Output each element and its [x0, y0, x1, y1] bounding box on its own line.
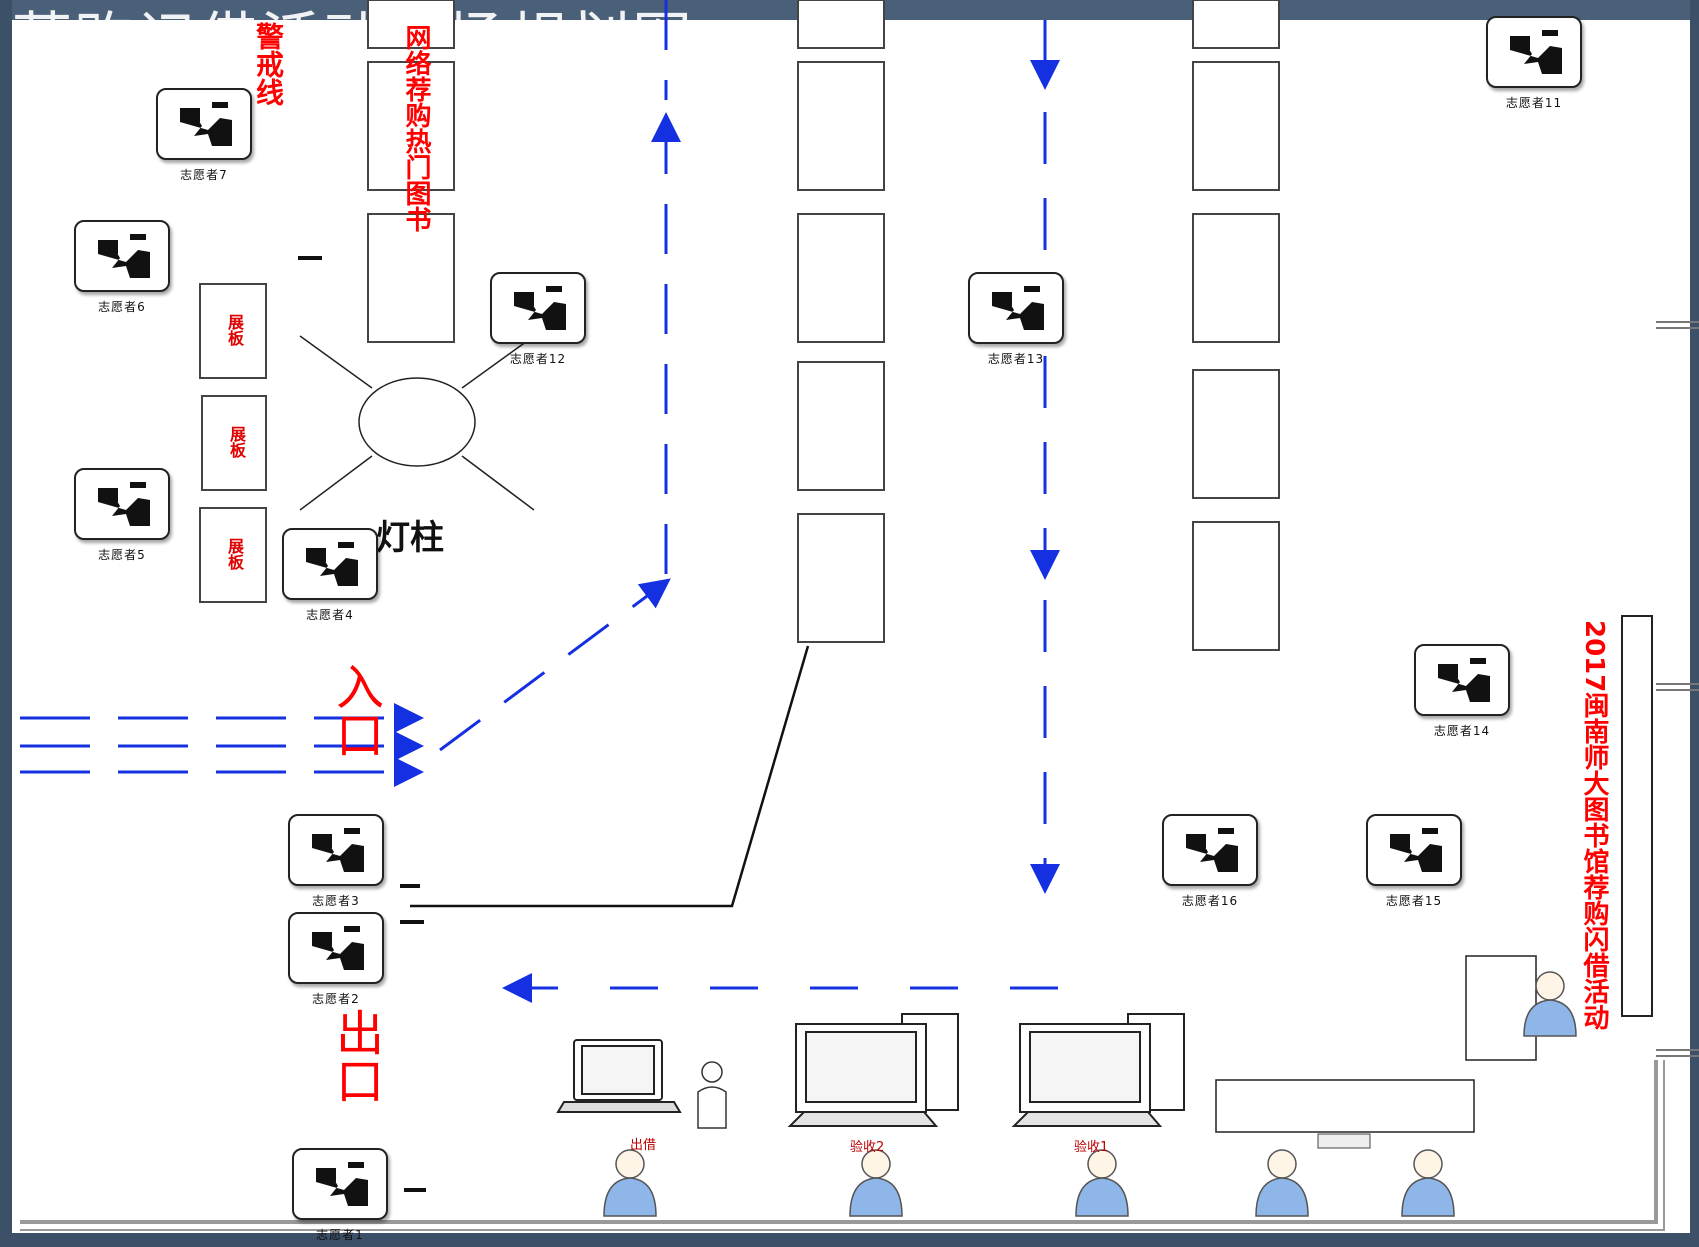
volunteer-11: 志愿者11: [1484, 16, 1584, 111]
desktop-computer-icon: [787, 1013, 959, 1127]
display-board-3: [199, 507, 267, 603]
staff-icon: [697, 1061, 727, 1129]
bookshelf: [1192, 61, 1280, 191]
frame-left: [0, 0, 12, 1247]
bookshelf: [367, 61, 455, 191]
laptop-icon: [556, 1039, 682, 1113]
activity-title-label: 2017闽南师大图书馆荐购闪借活动: [1579, 620, 1609, 1031]
volunteer-icon: [1162, 814, 1258, 886]
volunteer-16: 志愿者16: [1160, 814, 1260, 909]
lamp-pillar: [299, 335, 535, 511]
volunteer-6: 志愿者6: [72, 220, 172, 315]
bookshelf: [797, 0, 885, 49]
bookshelf: [1192, 521, 1280, 651]
person-icon: [849, 1149, 903, 1217]
volunteer-icon: [156, 88, 252, 160]
route-entrance: [20, 703, 424, 787]
bookshelf: [797, 513, 885, 643]
volunteer-icon: [288, 912, 384, 984]
bookshelf: [367, 0, 455, 49]
person-icon: [1401, 1149, 1455, 1217]
volunteer-14: 志愿者14: [1412, 644, 1512, 739]
bookshelf: [797, 361, 885, 491]
counter-table: [1215, 1079, 1475, 1133]
booth-label-2: 展板: [227, 426, 246, 458]
volunteer-1: 志愿者1: [290, 1148, 390, 1243]
person-icon: [1075, 1149, 1129, 1217]
accept1-station-label: 验收1: [1074, 1140, 1109, 1155]
exit-label: 出口: [327, 1008, 383, 1104]
display-board-2: [201, 395, 267, 491]
hot-books-label: 网络荐购热门图书: [401, 24, 431, 232]
volunteer-4: 志愿者4: [280, 528, 380, 623]
desktop-computer-icon: [1011, 1013, 1185, 1127]
accept2-station-label: 验收2: [850, 1140, 885, 1155]
frame-bottom: [0, 1233, 1699, 1247]
volunteer-12: 志愿者12: [488, 272, 588, 367]
volunteer-15: 志愿者15: [1364, 814, 1464, 909]
volunteer-icon: [74, 220, 170, 292]
volunteer-7: 志愿者7: [154, 88, 254, 183]
volunteer-2: 志愿者2: [286, 912, 386, 1007]
person-icon: [603, 1149, 657, 1217]
divider-line: [410, 645, 810, 908]
guard-line-label: 警戒线: [252, 22, 285, 106]
volunteer-icon: [490, 272, 586, 344]
entrance-label: 入口: [327, 662, 383, 758]
bookshelf: [367, 213, 455, 343]
route-to-shelves: [439, 0, 681, 752]
volunteer-icon: [288, 814, 384, 886]
display-board-1: [199, 283, 267, 379]
bookshelf: [797, 213, 885, 343]
bookshelf: [1192, 369, 1280, 499]
bookshelf: [797, 61, 885, 191]
person-icon: [1255, 1149, 1309, 1217]
volunteer-icon: [292, 1148, 388, 1220]
reception-desk: [1465, 955, 1537, 1061]
borrow-station-label: 出借: [630, 1138, 657, 1153]
volunteer-icon: [1414, 644, 1510, 716]
volunteer-icon: [1486, 16, 1582, 88]
volunteer-icon: [1366, 814, 1462, 886]
volunteer-5: 志愿者5: [72, 468, 172, 563]
person-icon: [1523, 971, 1577, 1037]
booth-label-3: 展板: [225, 538, 244, 570]
staff-person-icons: [603, 971, 1577, 1217]
frame-right: [1690, 0, 1699, 1247]
bookshelf: [1192, 213, 1280, 343]
bookshelf-column-1: [367, 0, 455, 343]
banner-title: 荐购记借活动现场规划图: [12, 6, 694, 76]
bookshelf-column-3: [1192, 0, 1280, 651]
volunteer-icon: [74, 468, 170, 540]
bookshelf-column-2: [797, 0, 885, 643]
activity-banner-board: [1621, 615, 1653, 1017]
volunteer-13: 志愿者13: [966, 272, 1066, 367]
volunteer-icon: [968, 272, 1064, 344]
lamp-pillar-label: 灯柱: [376, 518, 444, 558]
booth-label-1: 展板: [225, 314, 244, 346]
volunteer-icon: [282, 528, 378, 600]
bookshelf: [1192, 0, 1280, 49]
volunteer-3: 志愿者3: [286, 814, 386, 909]
